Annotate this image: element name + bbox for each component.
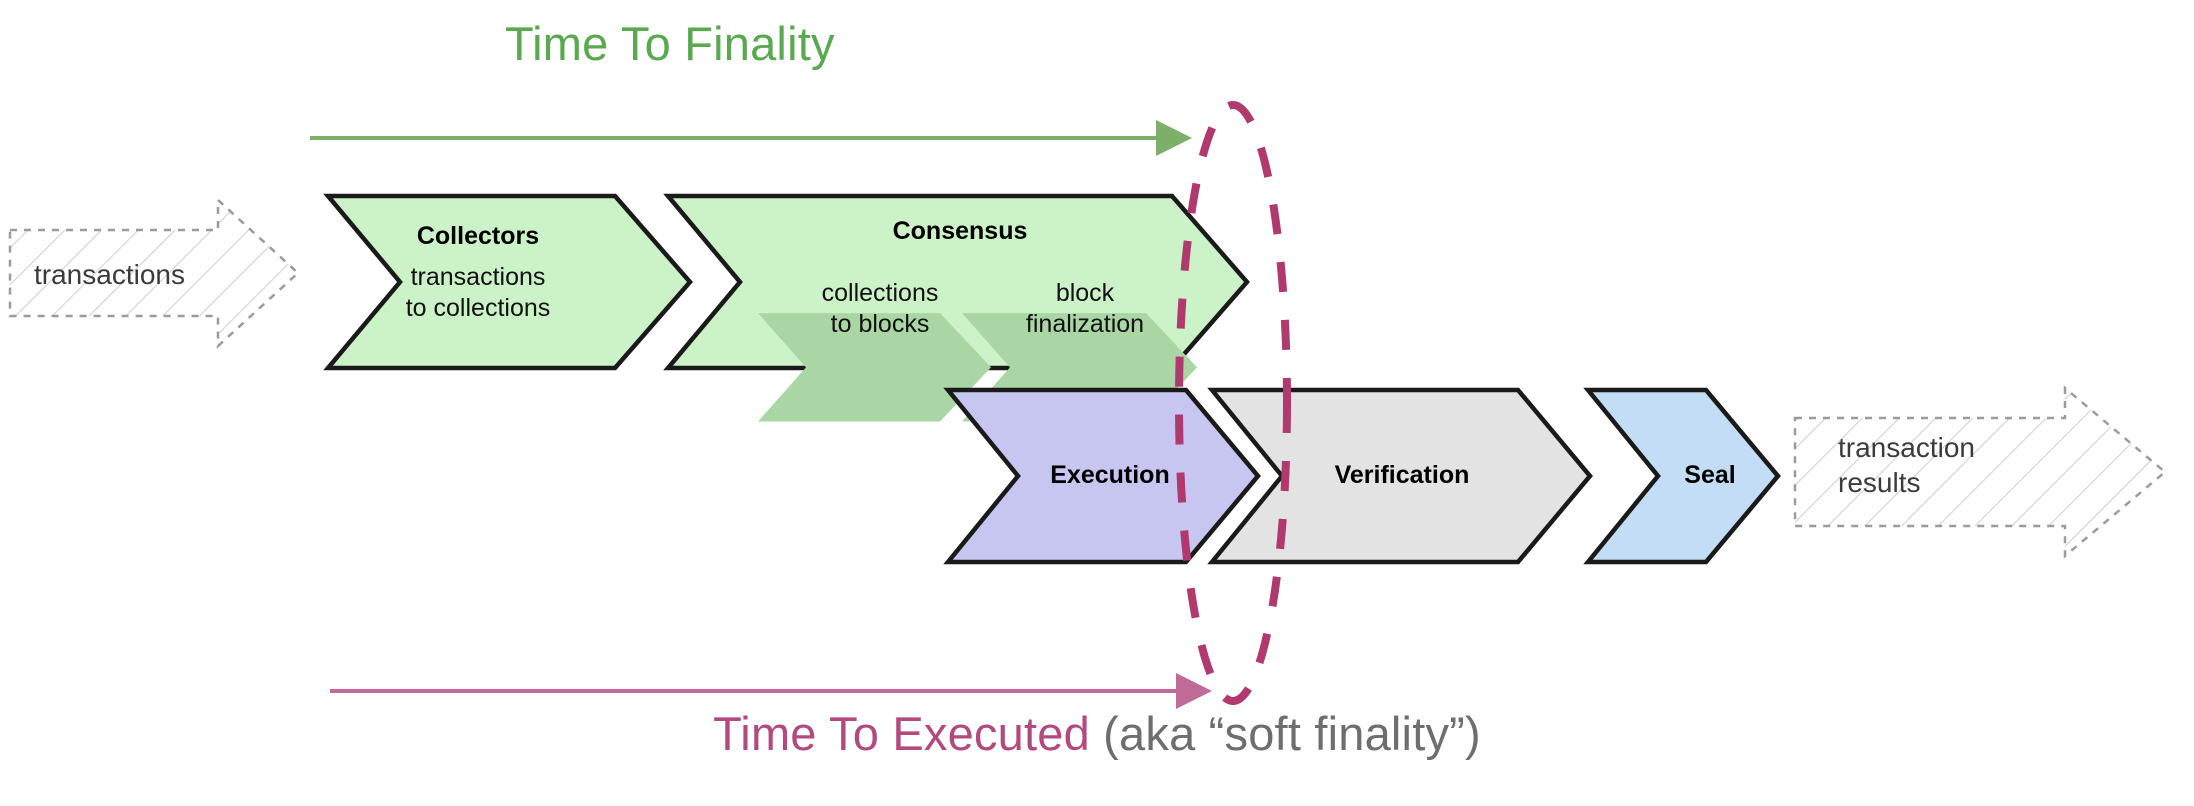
chevron-execution	[943, 387, 1261, 565]
chevron-seal	[1583, 387, 1781, 565]
chevron-collections-to-blocks	[758, 313, 991, 422]
transactions-input-arrow	[8, 197, 300, 349]
chevron-collectors	[323, 193, 693, 371]
time-to-executed-caption: Time To Executed (aka “soft finality”)	[0, 706, 2194, 761]
transaction-results-output-arrow	[1793, 385, 2167, 559]
time-to-executed-title: Time To Executed	[713, 707, 1090, 760]
chevron-verification	[1207, 387, 1593, 565]
time-to-executed-subtitle: (aka “soft finality”)	[1089, 707, 1481, 760]
finality-boundary-ellipse	[1175, 101, 1291, 705]
